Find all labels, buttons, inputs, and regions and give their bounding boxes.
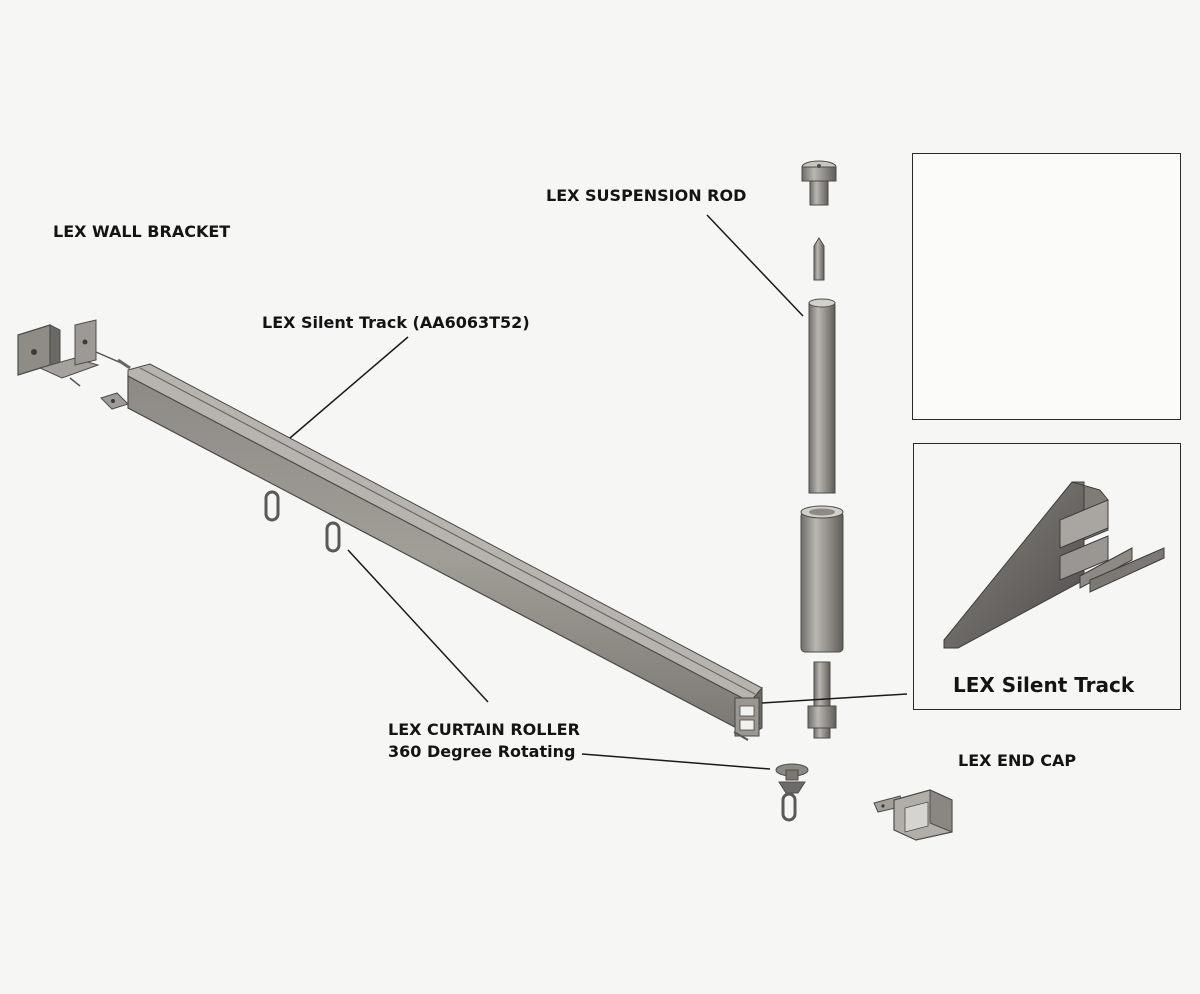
inset-profile-drawing [943,481,1165,649]
suspension-rod-label: LEX SUSPENSION ROD [546,186,747,205]
leader-curtain-roller-rail [347,549,489,703]
leader-suspension-rod [706,214,804,317]
leader-silent-track [289,336,409,439]
leader-curtain-roller [581,753,771,770]
silent-track-caption: LEX Silent Track [953,673,1135,697]
end-cap-label: LEX END CAP [958,751,1077,770]
curtain-roller [775,763,809,822]
leader-silent-track-profile [761,693,908,704]
leader-lines [289,214,908,770]
suspension-rod [800,160,844,739]
silent-track-spec-label: LEX Silent Track (AA6063T52) [262,313,530,332]
curtain-roller-label: LEX CURTAIN ROLLER [388,720,580,739]
inset-profile-panel [913,443,1181,710]
rail-hook-2 [325,521,341,553]
end-cap [873,789,953,841]
curtain-roller-sub-label: 360 Degree Rotating [388,742,576,761]
silent-track-rail [117,358,763,741]
rail-hook-1 [264,490,280,522]
inset-assembly-panel [912,153,1181,420]
wall-bracket [17,319,129,410]
wall-bracket-label: LEX WALL BRACKET [53,222,231,241]
